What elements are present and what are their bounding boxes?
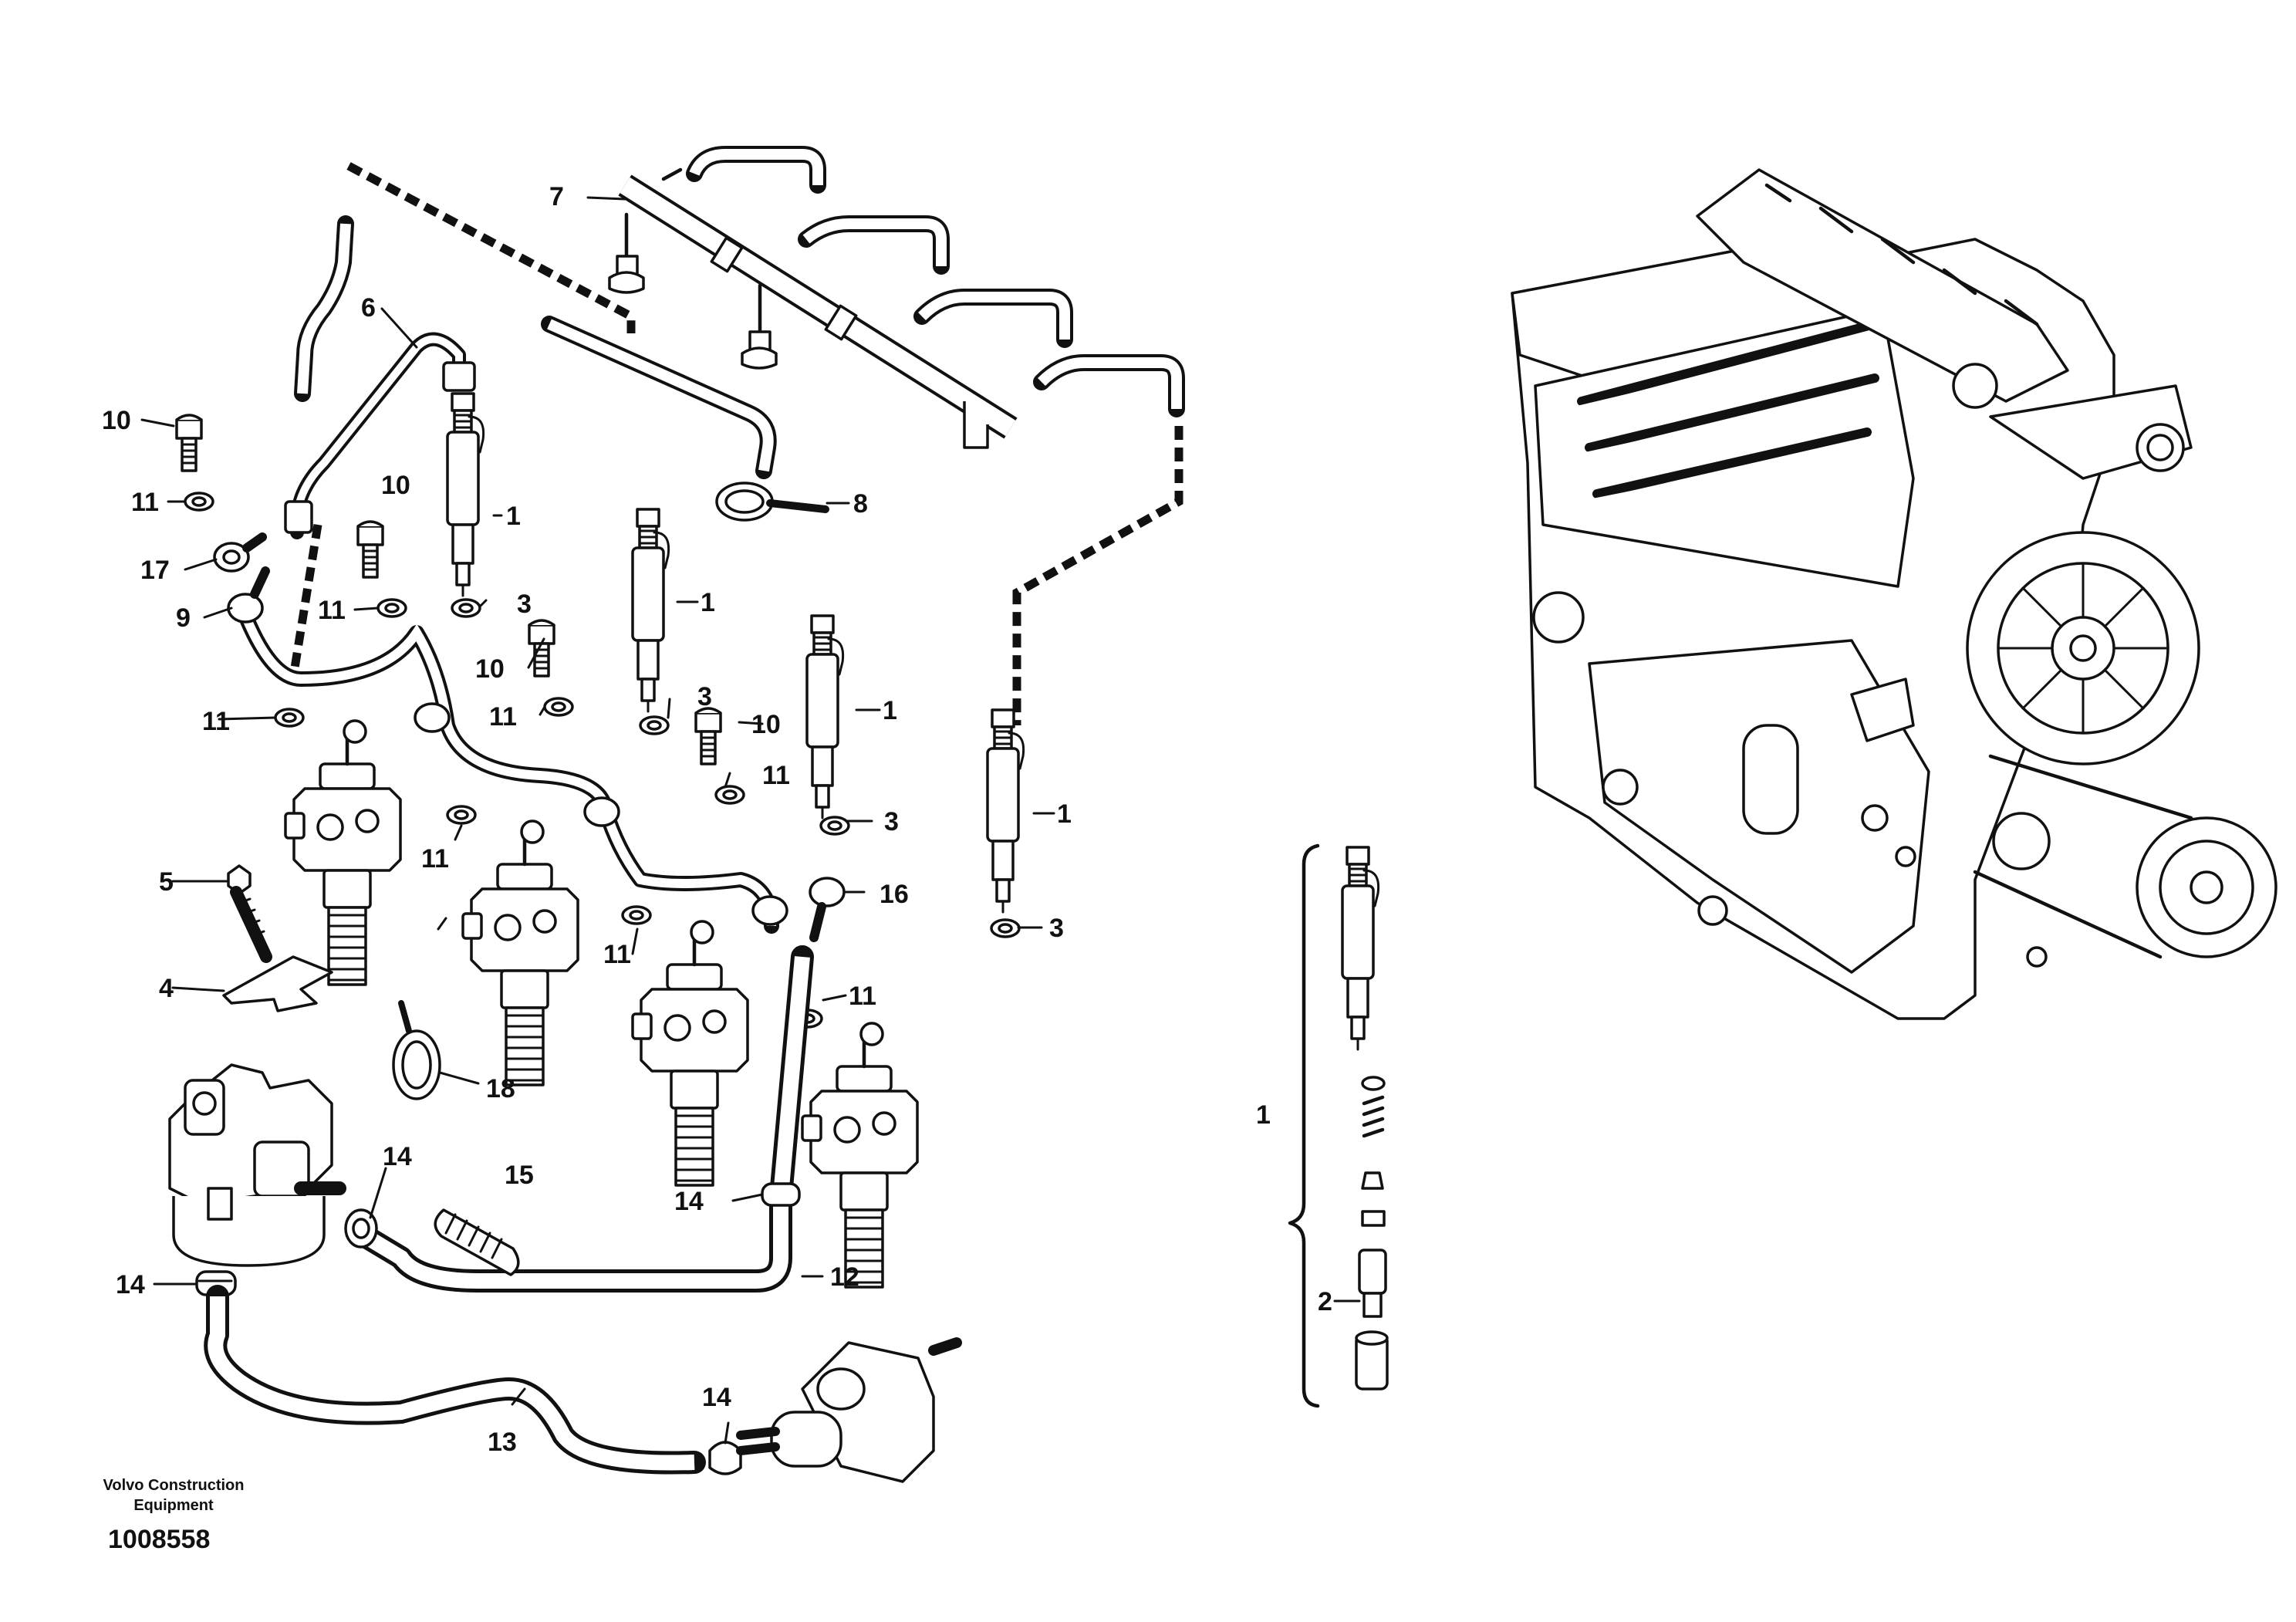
callout-11b: 11 (202, 707, 230, 736)
leak-off-rail-7 (608, 167, 1018, 449)
banjo-fitting-17 (213, 532, 267, 573)
drawing-number: 1008558 (108, 1525, 211, 1554)
seal-washer-3a (451, 598, 481, 618)
callout-4: 4 (159, 974, 174, 1003)
cable-tie-8 (715, 482, 829, 522)
engine-overview-illustration (1511, 168, 2277, 1020)
injector-1b (631, 508, 670, 713)
callout-11f: 11 (849, 982, 876, 1011)
callout-12: 12 (830, 1262, 859, 1292)
callout-14a: 14 (383, 1142, 412, 1171)
callout-1e: 1 (1256, 1100, 1271, 1130)
sealing-washer-11f (446, 805, 477, 825)
callout-1d: 1 (1057, 799, 1072, 829)
callout-5: 5 (159, 867, 174, 897)
cable-tie-18 (392, 1000, 441, 1100)
callout-10c: 10 (475, 654, 505, 684)
seal-washer-3c (819, 816, 850, 836)
callout-9: 9 (176, 603, 191, 633)
injection-pump-c (633, 921, 748, 1185)
dashed-connector-return-line (346, 162, 636, 333)
injector-1-exploded (1341, 846, 1380, 1051)
callout-3c: 3 (884, 807, 899, 836)
sealing-washer-11e (274, 708, 305, 728)
injector-1d (986, 708, 1025, 914)
brand-line-2: Equipment (133, 1497, 214, 1514)
callout-3b: 3 (697, 682, 712, 711)
callout-2: 2 (1318, 1287, 1332, 1316)
injector-1c (805, 614, 845, 819)
callout-14c: 14 (116, 1270, 145, 1299)
sealing-washer-11d (714, 785, 745, 805)
fuel-line-12 (351, 945, 814, 1293)
bolt-5 (227, 864, 272, 963)
sealing-washer-11c (543, 697, 574, 717)
hose-clamp-14d (708, 1441, 742, 1475)
seal-washer-3b (639, 715, 670, 735)
callout-11h: 11 (603, 940, 631, 969)
brand-line-1: Volvo Construction (103, 1477, 245, 1494)
assembly-bracket (1288, 843, 1320, 1408)
return-hoses (294, 146, 1185, 479)
banjo-bolt-10d (694, 707, 722, 765)
callout-11c: 11 (318, 596, 346, 625)
fuel-supply-line-9 (227, 566, 788, 934)
injection-pump-a (285, 721, 400, 985)
leader-lines (140, 196, 1361, 1445)
shutoff-solenoid (736, 1337, 962, 1483)
callout-11a: 11 (131, 488, 159, 517)
banjo-bolt-10a (175, 414, 203, 472)
brand-label: Volvo Construction Equipment (85, 1475, 262, 1516)
callout-3d: 3 (1049, 914, 1064, 943)
callout-17: 17 (140, 556, 170, 585)
sealing-washer-11b (376, 598, 407, 618)
exploded-parts (1355, 1076, 1389, 1391)
hose-clamp-14a (344, 1208, 378, 1249)
callout-1b: 1 (701, 588, 715, 617)
callout-7: 7 (549, 182, 564, 211)
callout-18: 18 (486, 1074, 515, 1103)
callout-3a: 3 (517, 590, 532, 619)
hose-clamp-14c (761, 1182, 801, 1207)
fuel-filter-head (168, 1063, 346, 1267)
dashed-connector-injector-line (289, 524, 322, 678)
seal-washer-3d (990, 918, 1021, 938)
callout-13: 13 (488, 1428, 517, 1457)
callout-1c: 1 (883, 696, 897, 725)
callout-15: 15 (505, 1161, 534, 1190)
callout-10d: 10 (751, 710, 781, 739)
dashed-connector-leakoff-line (1012, 426, 1183, 725)
callout-8: 8 (853, 489, 868, 519)
injector-1a (446, 392, 485, 597)
callout-14d: 14 (702, 1383, 731, 1412)
callout-16: 16 (880, 880, 909, 909)
callout-10a: 10 (102, 406, 131, 435)
callout-11g: 11 (421, 844, 449, 874)
callout-11d: 11 (489, 702, 517, 732)
hose-sleeve-15 (434, 1208, 520, 1276)
injection-pump-d (802, 1023, 917, 1287)
sealing-washer-11a (184, 492, 214, 512)
callout-14b: 14 (674, 1187, 704, 1216)
bracket-4 (222, 955, 333, 1012)
banjo-bolt-10b (356, 520, 384, 579)
callout-6: 6 (361, 293, 376, 323)
banjo-fitting-16 (809, 877, 846, 942)
banjo-bolt-10c (528, 619, 555, 678)
callout-11e: 11 (762, 761, 790, 790)
injection-line-6 (284, 332, 476, 539)
fuel-line-13 (204, 1285, 706, 1475)
callout-1a: 1 (506, 502, 521, 531)
sealing-washer-11g (621, 905, 652, 925)
callout-10b: 10 (381, 471, 410, 500)
injection-pump-b (463, 821, 578, 1085)
